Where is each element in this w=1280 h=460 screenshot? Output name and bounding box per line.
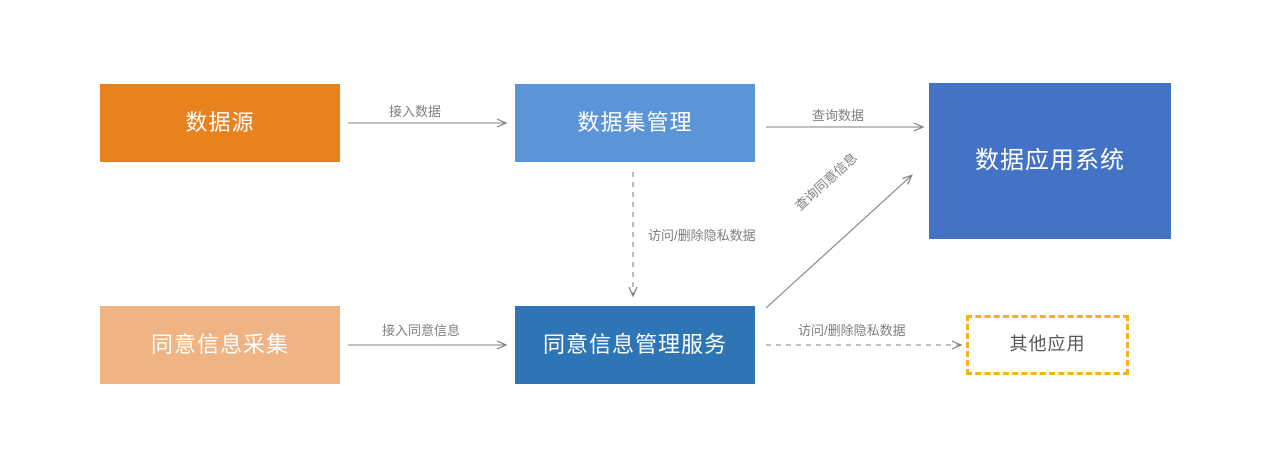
node-dataset-management[interactable]: 数据集管理 — [515, 84, 755, 162]
node-data-application-system[interactable]: 数据应用系统 — [929, 83, 1171, 239]
node-consent-collection[interactable]: 同意信息采集 — [100, 306, 340, 384]
node-consent-collection-label: 同意信息采集 — [150, 331, 289, 357]
node-consent-management-service-label: 同意信息管理服务 — [542, 331, 727, 357]
edge-label-ingest-data: 接入数据 — [389, 104, 442, 119]
edge-label-access-delete-private-data-horizontal: 访问/删除隐私数据 — [798, 323, 906, 338]
node-dataset-management-label: 数据集管理 — [577, 109, 693, 135]
node-datasource-label: 数据源 — [185, 109, 255, 135]
edge-query-consent — [765, 174, 913, 309]
node-datasource[interactable]: 数据源 — [100, 84, 340, 162]
node-data-application-system-label: 数据应用系统 — [975, 147, 1125, 175]
node-other-applications[interactable]: 其他应用 — [966, 315, 1129, 375]
edge-label-access-delete-private-data-vertical: 访问/删除隐私数据 — [648, 228, 756, 243]
edge-label-ingest-consent-info: 接入同意信息 — [382, 323, 461, 338]
node-consent-management-service[interactable]: 同意信息管理服务 — [515, 306, 755, 384]
edge-label-query-consent-info: 查询同意信息 — [792, 150, 861, 214]
node-other-applications-label: 其他应用 — [1009, 334, 1086, 355]
edge-label-query-data: 查询数据 — [812, 108, 865, 123]
